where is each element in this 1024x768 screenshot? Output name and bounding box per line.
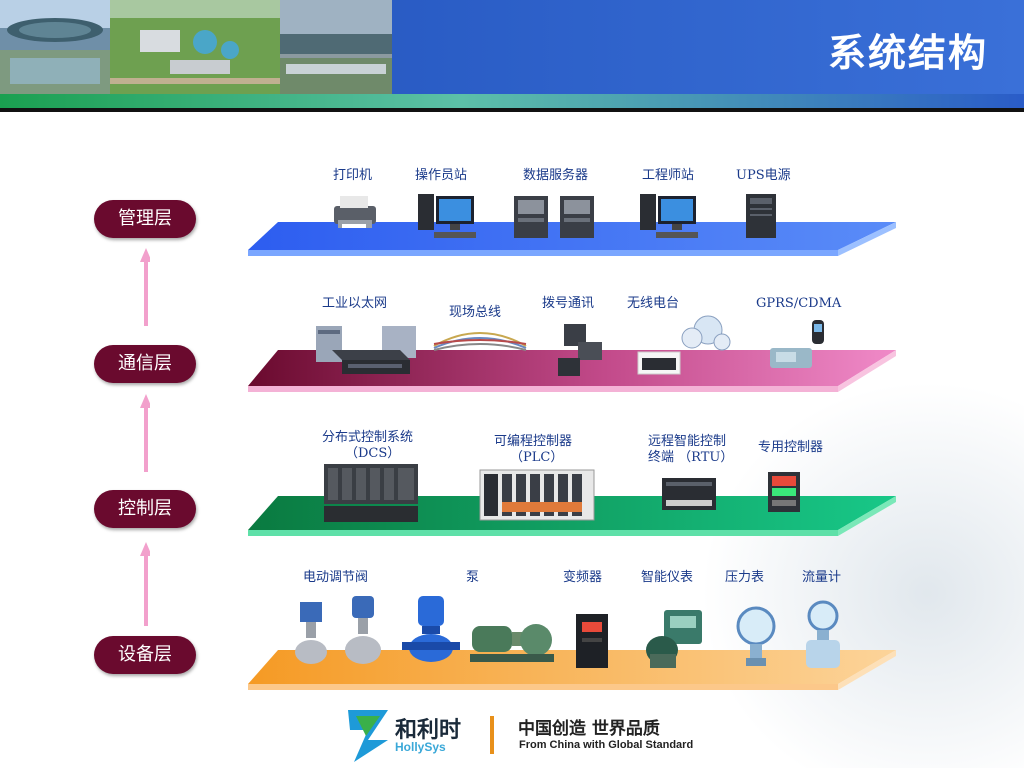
fieldbus-cable-icon [433, 332, 527, 351]
label-pump: 泵 [466, 570, 480, 585]
label-electric-valve: 电动调节阀 [303, 570, 369, 585]
inverter-icon [576, 614, 608, 668]
label-flowmeter: 流量计 [802, 570, 842, 585]
printer-icon [334, 196, 376, 228]
header-photo-strip [0, 0, 392, 94]
footer-logo-en: HollySys [395, 740, 446, 754]
rtu-icon [662, 478, 716, 510]
electric-valve-icon [295, 596, 381, 664]
operator-station-computer-icon [418, 194, 476, 238]
dialup-modem-icon [558, 324, 602, 376]
plc-rack-icon [479, 469, 595, 521]
pump-horizontal-icon [470, 624, 554, 662]
layer-pill-communication: 通信层 [94, 345, 196, 383]
treatment-plant-aerial-photo [110, 0, 280, 94]
label-special-controller: 专用控制器 [758, 440, 824, 455]
flowmeter-icon [806, 600, 840, 668]
page-title: 系统结构 [827, 31, 988, 75]
hollysys-logo-icon [348, 710, 388, 762]
smart-instrument-icon [646, 610, 702, 668]
label-data-server: 数据服务器 [523, 168, 589, 183]
label-engineer-station: 工程师站 [642, 168, 695, 183]
label-ups: UPS电源 [736, 168, 791, 183]
label-rtu-line1: 远程智能控制 [648, 434, 727, 449]
label-dialup: 拨号通讯 [542, 296, 595, 311]
label-smart-instrument: 智能仪表 [641, 570, 694, 585]
equipment-layer-bar [248, 650, 896, 690]
label-plc-line2: （PLC） [510, 450, 564, 465]
data-server-icon [514, 196, 594, 238]
gprs-terminal-icon [770, 320, 824, 368]
up-arrow-icon [140, 394, 150, 472]
label-industrial-ethernet: 工业以太网 [322, 296, 388, 311]
label-pressure-gauge: 压力表 [725, 570, 765, 585]
label-dcs-line1: 分布式控制系统 [322, 430, 414, 445]
label-radio: 无线电台 [627, 296, 680, 311]
ethernet-switch-icon [316, 326, 416, 374]
label-dcs-line2: （DCS） [345, 446, 401, 461]
label-printer: 打印机 [333, 168, 373, 183]
label-inverter: 变频器 [563, 570, 603, 585]
label-plc-line1: 可编程控制器 [494, 434, 573, 449]
layer-pill-management: 管理层 [94, 200, 196, 238]
engineer-station-computer-icon [640, 194, 698, 238]
pump-vertical-icon [402, 596, 460, 662]
radio-station-icon [637, 315, 731, 375]
footer-logo-bar [348, 710, 494, 762]
up-arrow-icon [140, 248, 150, 326]
ups-power-icon [746, 194, 776, 238]
layer-pill-control: 控制层 [94, 490, 196, 528]
treatment-plant-photo-1 [0, 0, 110, 94]
special-controller-icon [768, 472, 800, 512]
footer-logo-cn: 和利时 [395, 717, 462, 743]
dcs-cabinet-icon [324, 464, 418, 522]
layer-pill-equipment: 设备层 [94, 636, 196, 674]
treatment-plant-photo-2 [280, 0, 392, 94]
label-rtu-line2: 终端 （RTU） [648, 450, 734, 465]
label-gprs-cdma: GPRS/CDMA [756, 296, 842, 311]
footer-slogan-en: From China with Global Standard [519, 739, 694, 751]
label-fieldbus: 现场总线 [449, 305, 502, 320]
up-arrow-icon [140, 542, 150, 626]
footer-slogan-cn: 中国创造 世界品质 [518, 719, 660, 739]
pressure-gauge-icon [736, 606, 776, 666]
background-watermark [700, 380, 1024, 768]
label-operator-station: 操作员站 [415, 168, 468, 183]
